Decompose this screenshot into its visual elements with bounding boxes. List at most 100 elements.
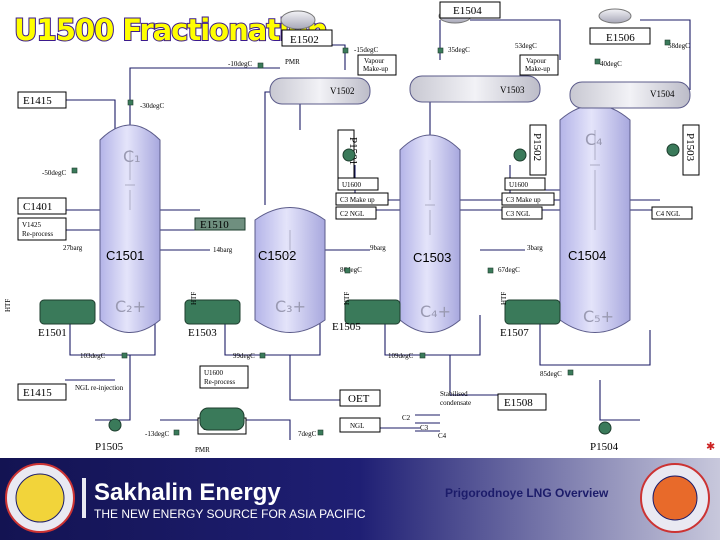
c4plus-glyph: C₄+ (420, 302, 451, 321)
reboiler-e1505[interactable]: E1505 (332, 299, 401, 333)
temp-label: 58degC (668, 42, 690, 50)
tag-label: E1505 (332, 321, 361, 333)
tag-label: E1501 (38, 327, 67, 339)
column-c1501[interactable]: C1501 (99, 124, 161, 333)
pressure-c1501: 27barg (63, 244, 83, 252)
brand-mark-icon (82, 478, 86, 518)
box-label: C3 Make up (340, 196, 375, 204)
presentation-title: Prigorodnoye LNG Overview (445, 486, 609, 500)
temp-label: -50degC (42, 169, 66, 177)
star-icon: ✱ (706, 440, 715, 453)
box-label: V1425 (22, 221, 42, 229)
company-tagline: THE NEW ENERGY SOURCE FOR ASIA PACIFIC (94, 507, 366, 521)
valve-symbols (71, 39, 671, 436)
reboiler-e1503[interactable]: E1503 (184, 299, 241, 339)
tag-label: P1503 (684, 133, 696, 162)
label-c2: C2 (402, 414, 411, 422)
box-label: U1600 (509, 181, 529, 189)
pump-p1502[interactable]: P1502 (529, 124, 547, 176)
exchanger-e1502[interactable]: E1502 (281, 29, 333, 47)
e1513-body (199, 407, 245, 431)
column-label: C1502 (258, 248, 296, 263)
temp-label: -10degC (228, 60, 252, 68)
e1506-shell (598, 8, 632, 24)
exchanger-e1415-top[interactable]: E1415 (17, 91, 67, 109)
temp-label: 53degC (515, 42, 537, 50)
label-c4: C4 (438, 432, 447, 440)
box-label: Re-process (204, 378, 235, 386)
c5plus-glyph: C₅+ (583, 307, 614, 326)
drum-v1504[interactable]: V1504 (569, 81, 691, 109)
temp-label: -15degC (354, 46, 378, 54)
pump-p1503[interactable]: P1503 (682, 124, 700, 176)
reboiler-e1501[interactable]: E1501 (38, 299, 96, 339)
c3plus-glyph: C₃+ (275, 297, 306, 316)
box-label: NGL (350, 422, 364, 430)
label-u1600-a[interactable]: U1600 (337, 177, 379, 191)
box-label: C3 NGL (506, 210, 530, 218)
tag-label: E1508 (504, 397, 533, 409)
box-label: Make-up (525, 65, 551, 73)
tag-label: E1502 (290, 34, 319, 46)
label-u1600-b[interactable]: U1600 (504, 177, 546, 191)
label-c3-makeup-b[interactable]: C3 Make up (501, 192, 555, 206)
exchanger-e1504[interactable]: E1504 (439, 1, 501, 19)
pump-p1505[interactable]: P1505 (95, 441, 124, 453)
temp-label: 99degC (233, 352, 255, 360)
column-label: C1504 (568, 248, 606, 263)
htf-label: HTF (500, 292, 508, 305)
temp-label: 86degC (340, 266, 362, 274)
drum-label: V1502 (330, 86, 355, 96)
exchanger-e1506[interactable]: E1506 (589, 27, 651, 45)
tag-label: E1510 (200, 219, 229, 231)
pressure-c1502: 14barg (213, 246, 233, 254)
column-label: C1503 (413, 250, 451, 265)
exchanger-e1415-bot[interactable]: E1415 (17, 383, 67, 401)
exchanger-e1510[interactable]: E1510 (194, 217, 246, 231)
c2plus-glyph: C₂+ (115, 297, 146, 316)
tag-label: E1507 (500, 327, 529, 339)
drum-v1502[interactable]: V1502 (269, 77, 371, 105)
label-vapour-makeup-2[interactable]: Vapour Make-up (519, 54, 559, 76)
box-label: Vapour (526, 57, 547, 65)
tag-label: C1401 (23, 201, 52, 213)
drum-v1503[interactable]: V1503 (409, 75, 541, 103)
column-c1502[interactable]: C1502 (254, 207, 326, 333)
temp-label: 67degC (498, 266, 520, 274)
temp-label: 7degC (298, 430, 317, 438)
tag-label: E1415 (23, 95, 52, 107)
temperature-readouts: -10degC -15degC 35degC 53degC 58degC 40d… (42, 42, 690, 438)
box-label: Make-up (363, 65, 389, 73)
tag-label: E1504 (453, 5, 482, 17)
e1502-shell (280, 10, 316, 30)
box-label: U1600 (204, 369, 224, 377)
label-c4-ngl[interactable]: C4 NGL (651, 206, 693, 220)
temp-label: 109degC (388, 352, 414, 360)
exchanger-e1508[interactable]: E1508 (497, 393, 547, 411)
equipment-c1401[interactable]: C1401 (17, 197, 67, 215)
label-oet[interactable]: OET (339, 389, 381, 407)
label-vapour-makeup-1[interactable]: Vapour Make-up (357, 54, 397, 76)
company-name: Sakhalin Energy (94, 479, 281, 506)
tag-label: E1415 (23, 387, 52, 399)
temp-label: 40degC (600, 60, 622, 68)
label-v1425-reprocess[interactable]: V1425 Re-process (17, 217, 67, 241)
label-u1600-reprocess[interactable]: U1600 Re-process (199, 365, 249, 389)
tray-markings (125, 130, 600, 256)
drum-label: V1504 (650, 89, 675, 99)
label-c3-makeup-a[interactable]: C3 Make up (335, 192, 389, 206)
label-c2-ngl[interactable]: C2 NGL (335, 206, 377, 220)
htf-label: HTF (190, 292, 198, 305)
label-ngl-reinjection: NGL re-injection (75, 384, 124, 392)
label-ngl[interactable]: NGL (339, 417, 381, 433)
label-c3-ngl[interactable]: C3 NGL (501, 206, 543, 220)
temp-label: 103degC (80, 352, 106, 360)
tag-label: E1506 (606, 32, 635, 44)
label-stabilised: Stabilised (440, 390, 468, 398)
box-label: Vapour (364, 57, 385, 65)
htf-label: HTF (343, 292, 351, 305)
column-label: C1501 (106, 248, 144, 263)
reboiler-e1507[interactable]: E1507 (500, 299, 561, 339)
pump-p1504[interactable]: P1504 (590, 441, 619, 453)
pump-symbols (108, 143, 680, 435)
